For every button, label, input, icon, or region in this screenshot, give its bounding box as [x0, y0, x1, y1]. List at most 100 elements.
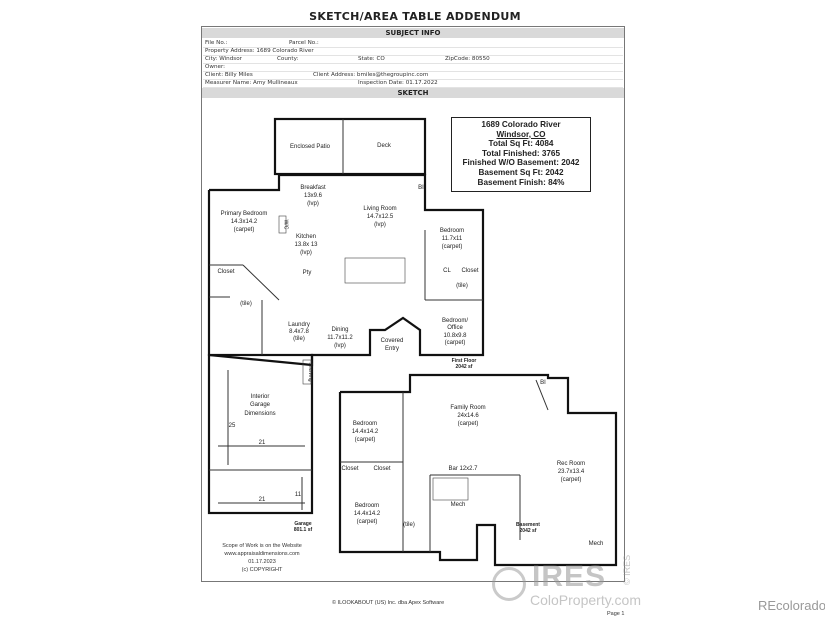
summary-basement-sqft: Basement Sq Ft: 2042 [478, 167, 564, 177]
breakfast-label: Breakfast [300, 185, 326, 191]
basement-area-label: Basement [516, 522, 540, 528]
bedroom1-label: Bedroom [440, 228, 464, 234]
shelving-box [302, 359, 312, 385]
scope-line: Scope of Work is on the Website [222, 543, 302, 549]
inspection-date: Inspection Date: 01.17.2022 [358, 80, 438, 86]
summary-total-sqft: Total Sq Ft: 4084 [488, 139, 554, 149]
sketch-header: SKETCH [202, 88, 624, 98]
kitchen-dim: 13.8x 13 [294, 242, 318, 248]
summary-city: Windsor, CO [496, 129, 546, 139]
breakfast-floor: (lvp) [307, 201, 319, 207]
garage-width2-dim: 21 [259, 497, 266, 503]
info-row-address: Property Address: 1689 Colorado River [203, 47, 623, 56]
tile-label: (tile) [240, 301, 252, 307]
house-logo-icon [492, 567, 526, 601]
bedroom1-floor: (carpet) [442, 244, 463, 250]
summary-basement-finish: Basement Finish: 84% [477, 177, 565, 187]
watermark-brand: IRES [532, 560, 607, 593]
laundry-floor: (tile) [293, 336, 305, 342]
primary-bedroom-dim: 14.3x14.2 [231, 219, 258, 225]
laundry-label: Laundry [288, 322, 310, 328]
first-floor-area-value: 2042 sf [456, 364, 473, 370]
office-label: Bedroom/ [442, 318, 468, 324]
bedroom1-dim: 11.7x11 [442, 236, 463, 242]
owner: Owner: [205, 64, 226, 70]
dining-dim: 11.7x11.2 [327, 335, 353, 341]
breakfast-dim: 13x9.6 [304, 193, 323, 199]
summary-total-finished: Total Finished: 3765 [481, 148, 561, 158]
garage-depth-dim: 25 [229, 423, 236, 429]
laundry-dim: 8.4x7.8 [289, 329, 309, 335]
watermark-site: ColoProperty.com [530, 592, 642, 608]
pantry-label: Pty [303, 270, 312, 276]
mech-label: Mech [451, 502, 466, 508]
info-row-measurer: Measurer Name: Amy Mullineaux Inspection … [203, 79, 623, 88]
closet-bsmt-1: Closet [341, 466, 358, 472]
bedroom2-floor: (carpet) [355, 437, 376, 443]
office-label2: Office [447, 325, 463, 331]
closet-label: Closet [217, 269, 234, 275]
info-row-file: File No.:Parcel No.: [203, 39, 623, 48]
dining-label: Dining [331, 327, 348, 333]
measurer: Measurer Name: Amy Mullineaux [205, 80, 298, 86]
bar-label: Bar 12x2.7 [448, 466, 478, 472]
footer-page: Page 1 [607, 611, 625, 617]
bi-bsmt: BI [540, 380, 546, 386]
first-floor-area-label: First Floor [452, 358, 477, 364]
garage-outline [207, 353, 314, 515]
interior-walls [209, 119, 549, 552]
living-dim: 14.7x12.5 [367, 214, 394, 220]
bedroom3-floor: (carpet) [357, 519, 378, 525]
scope-website: www.appraisaldimensions.com [224, 551, 300, 557]
city: City: Windsor [205, 56, 242, 62]
room-deck: Deck [377, 143, 392, 149]
living-label: Living Room [363, 206, 396, 212]
wic-label: W/C [283, 220, 289, 230]
room-enclosed-patio: Enclosed Patio [290, 144, 331, 150]
dining-floor: (lvp) [334, 343, 346, 349]
scope-copyright: (c) COPYRIGHT [241, 567, 283, 573]
kitchen-floor: (lvp) [300, 250, 312, 256]
rec-floor: (carpet) [561, 477, 582, 483]
primary-bedroom-label: Primary Bedroom [221, 211, 268, 217]
state: State: CO [358, 56, 385, 62]
garage-label2: Garage [250, 402, 271, 408]
basement-stairs [432, 477, 469, 501]
wic-box [278, 215, 287, 234]
stairs [344, 257, 406, 284]
file-no: File No.: [205, 40, 228, 46]
mech2-label: Mech [589, 541, 604, 547]
office-dim: 10.8x9.8 [443, 333, 467, 339]
tile-label-bath: (tile) [456, 283, 468, 289]
garage-area-value: 801.1 sf [294, 527, 313, 533]
garage-width-dim: 21 [259, 440, 266, 446]
closet-bsmt-2: Closet [373, 466, 390, 472]
basement-outline [338, 373, 618, 567]
zip: ZipCode: 80550 [445, 56, 490, 62]
basement-area-value: 2042 sf [520, 528, 537, 534]
info-row-owner: Owner: [203, 63, 623, 72]
garage-label3: Dimensions [244, 411, 275, 417]
subject-info-header: SUBJECT INFO [202, 28, 624, 38]
covered-entry-label: Covered [381, 338, 404, 344]
recolorado-watermark: REcolorado [758, 598, 825, 613]
living-floor: (lvp) [374, 222, 386, 228]
rec-label: Rec Room [557, 461, 585, 467]
shelving-label: Shelving [307, 362, 313, 381]
closet-label-bath: Closet [461, 268, 478, 274]
family-dim: 24x14.6 [457, 413, 479, 419]
scope-note: Scope of Work is on the Website www.appr… [210, 542, 314, 574]
garage-label: Interior [251, 394, 270, 400]
covered-entry-label2: Entry [385, 346, 399, 352]
county: County: [277, 56, 299, 62]
addendum-frame [201, 26, 625, 582]
summary-address: 1689 Colorado River [481, 120, 561, 129]
garage-depth2-dim: 11 [295, 492, 302, 498]
area-summary-box: 1689 Colorado River Windsor, CO Total Sq… [451, 117, 591, 192]
scope-date: 01.17.2023 [248, 559, 276, 565]
cl-label: CL [443, 268, 451, 274]
summary-finished-wo-basement: Finished W/O Basement: 2042 [462, 158, 580, 168]
footer-copyright: © ILOOKABOUT (US) Inc. dba Apex Software [332, 600, 445, 606]
bedroom3-dim: 14.4x14.2 [354, 511, 381, 517]
